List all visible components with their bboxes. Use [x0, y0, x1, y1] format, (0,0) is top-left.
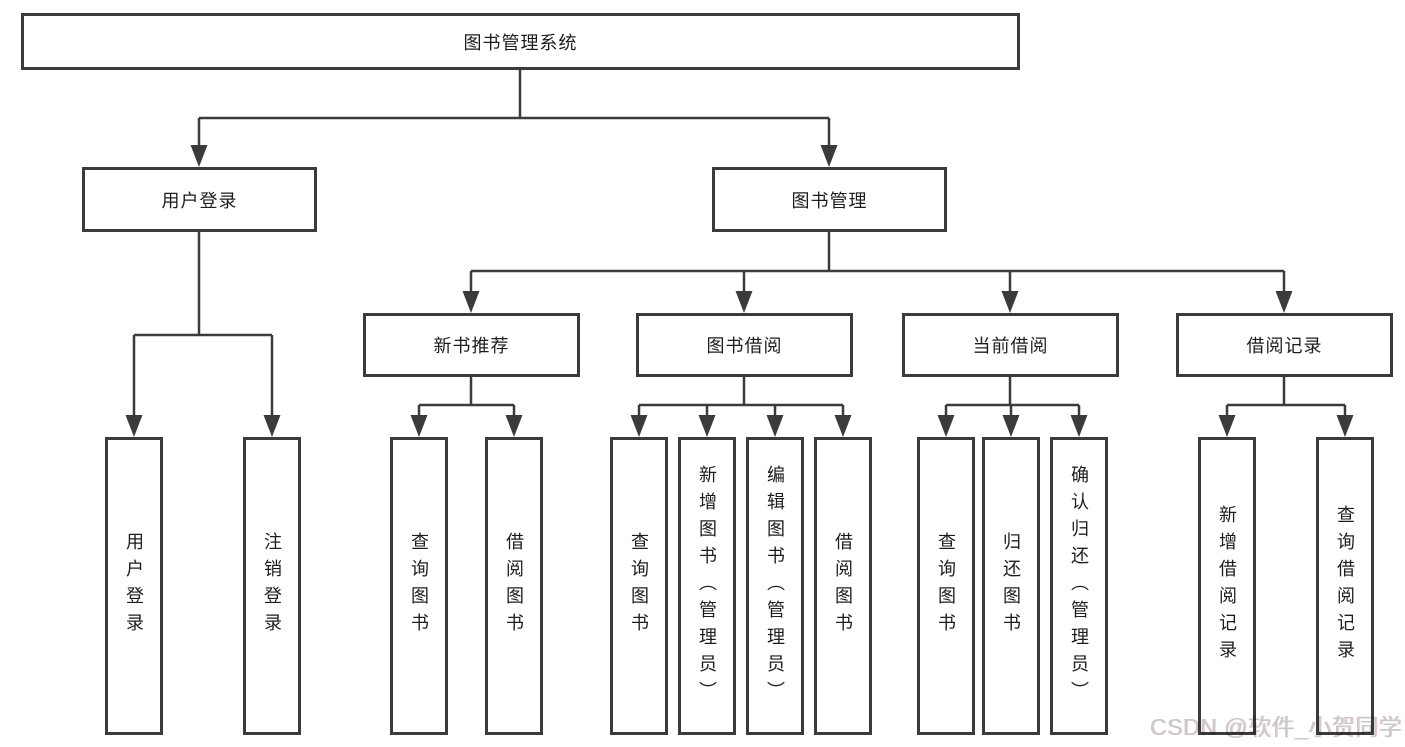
leaf-return-book: 归还图书 — [982, 437, 1040, 735]
leaf-logout: 注销登录 — [243, 437, 301, 735]
node-library-system-label: 图书管理系统 — [463, 32, 578, 53]
leaf-query-books-current-label: 查询图书 — [936, 532, 956, 640]
leaf-add-book-admin-label: 新增图书（管理员） — [697, 464, 717, 708]
leaf-query-books-borrowing: 查询图书 — [610, 437, 668, 735]
connector-path — [132, 70, 1347, 416]
leaf-query-books-current: 查询图书 — [917, 437, 975, 735]
leaf-add-borrow-record: 新增借阅记录 — [1198, 437, 1256, 735]
leaf-return-book-label: 归还图书 — [1001, 532, 1021, 640]
leaf-borrow-books-borrowing: 借阅图书 — [814, 437, 872, 735]
leaf-query-borrow-record: 查询借阅记录 — [1316, 437, 1374, 735]
leaf-borrow-books-borrowing-label: 借阅图书 — [833, 532, 853, 640]
node-book-borrowing: 图书借阅 — [636, 313, 853, 377]
leaf-borrow-books-recommend-label: 借阅图书 — [504, 532, 524, 640]
node-book-management: 图书管理 — [712, 167, 947, 232]
leaf-logout-label: 注销登录 — [262, 532, 282, 640]
node-book-borrowing-label: 图书借阅 — [706, 336, 783, 356]
node-user-login: 用户登录 — [82, 167, 317, 232]
leaf-query-books-recommend-label: 查询图书 — [409, 532, 429, 640]
leaf-query-borrow-record-label: 查询借阅记录 — [1335, 505, 1355, 667]
node-user-login-label: 用户登录 — [161, 190, 238, 211]
arrowheads — [125, 145, 1354, 437]
leaf-edit-book-admin-label: 编辑图书（管理员） — [765, 464, 785, 708]
leaf-borrow-books-recommend: 借阅图书 — [485, 437, 543, 735]
leaf-user-login-label: 用户登录 — [124, 532, 144, 640]
node-new-book-recommend: 新书推荐 — [363, 313, 580, 377]
leaf-edit-book-admin: 编辑图书（管理员） — [746, 437, 804, 735]
leaf-add-borrow-record-label: 新增借阅记录 — [1217, 505, 1237, 667]
node-current-borrowing-label: 当前借阅 — [972, 336, 1049, 356]
leaf-confirm-return-admin: 确认归还（管理员） — [1050, 437, 1108, 735]
leaf-query-books-recommend: 查询图书 — [390, 437, 448, 735]
leaf-confirm-return-admin-label: 确认归还（管理员） — [1069, 464, 1089, 708]
node-library-system: 图书管理系统 — [21, 13, 1020, 70]
leaf-query-books-borrowing-label: 查询图书 — [629, 532, 649, 640]
node-new-book-recommend-label: 新书推荐 — [433, 336, 510, 356]
node-book-management-label: 图书管理 — [791, 190, 868, 211]
leaf-user-login: 用户登录 — [105, 437, 163, 735]
node-borrow-records: 借阅记录 — [1176, 313, 1393, 377]
leaf-add-book-admin: 新增图书（管理员） — [678, 437, 736, 735]
node-current-borrowing: 当前借阅 — [902, 313, 1119, 377]
node-borrow-records-label: 借阅记录 — [1246, 336, 1323, 356]
